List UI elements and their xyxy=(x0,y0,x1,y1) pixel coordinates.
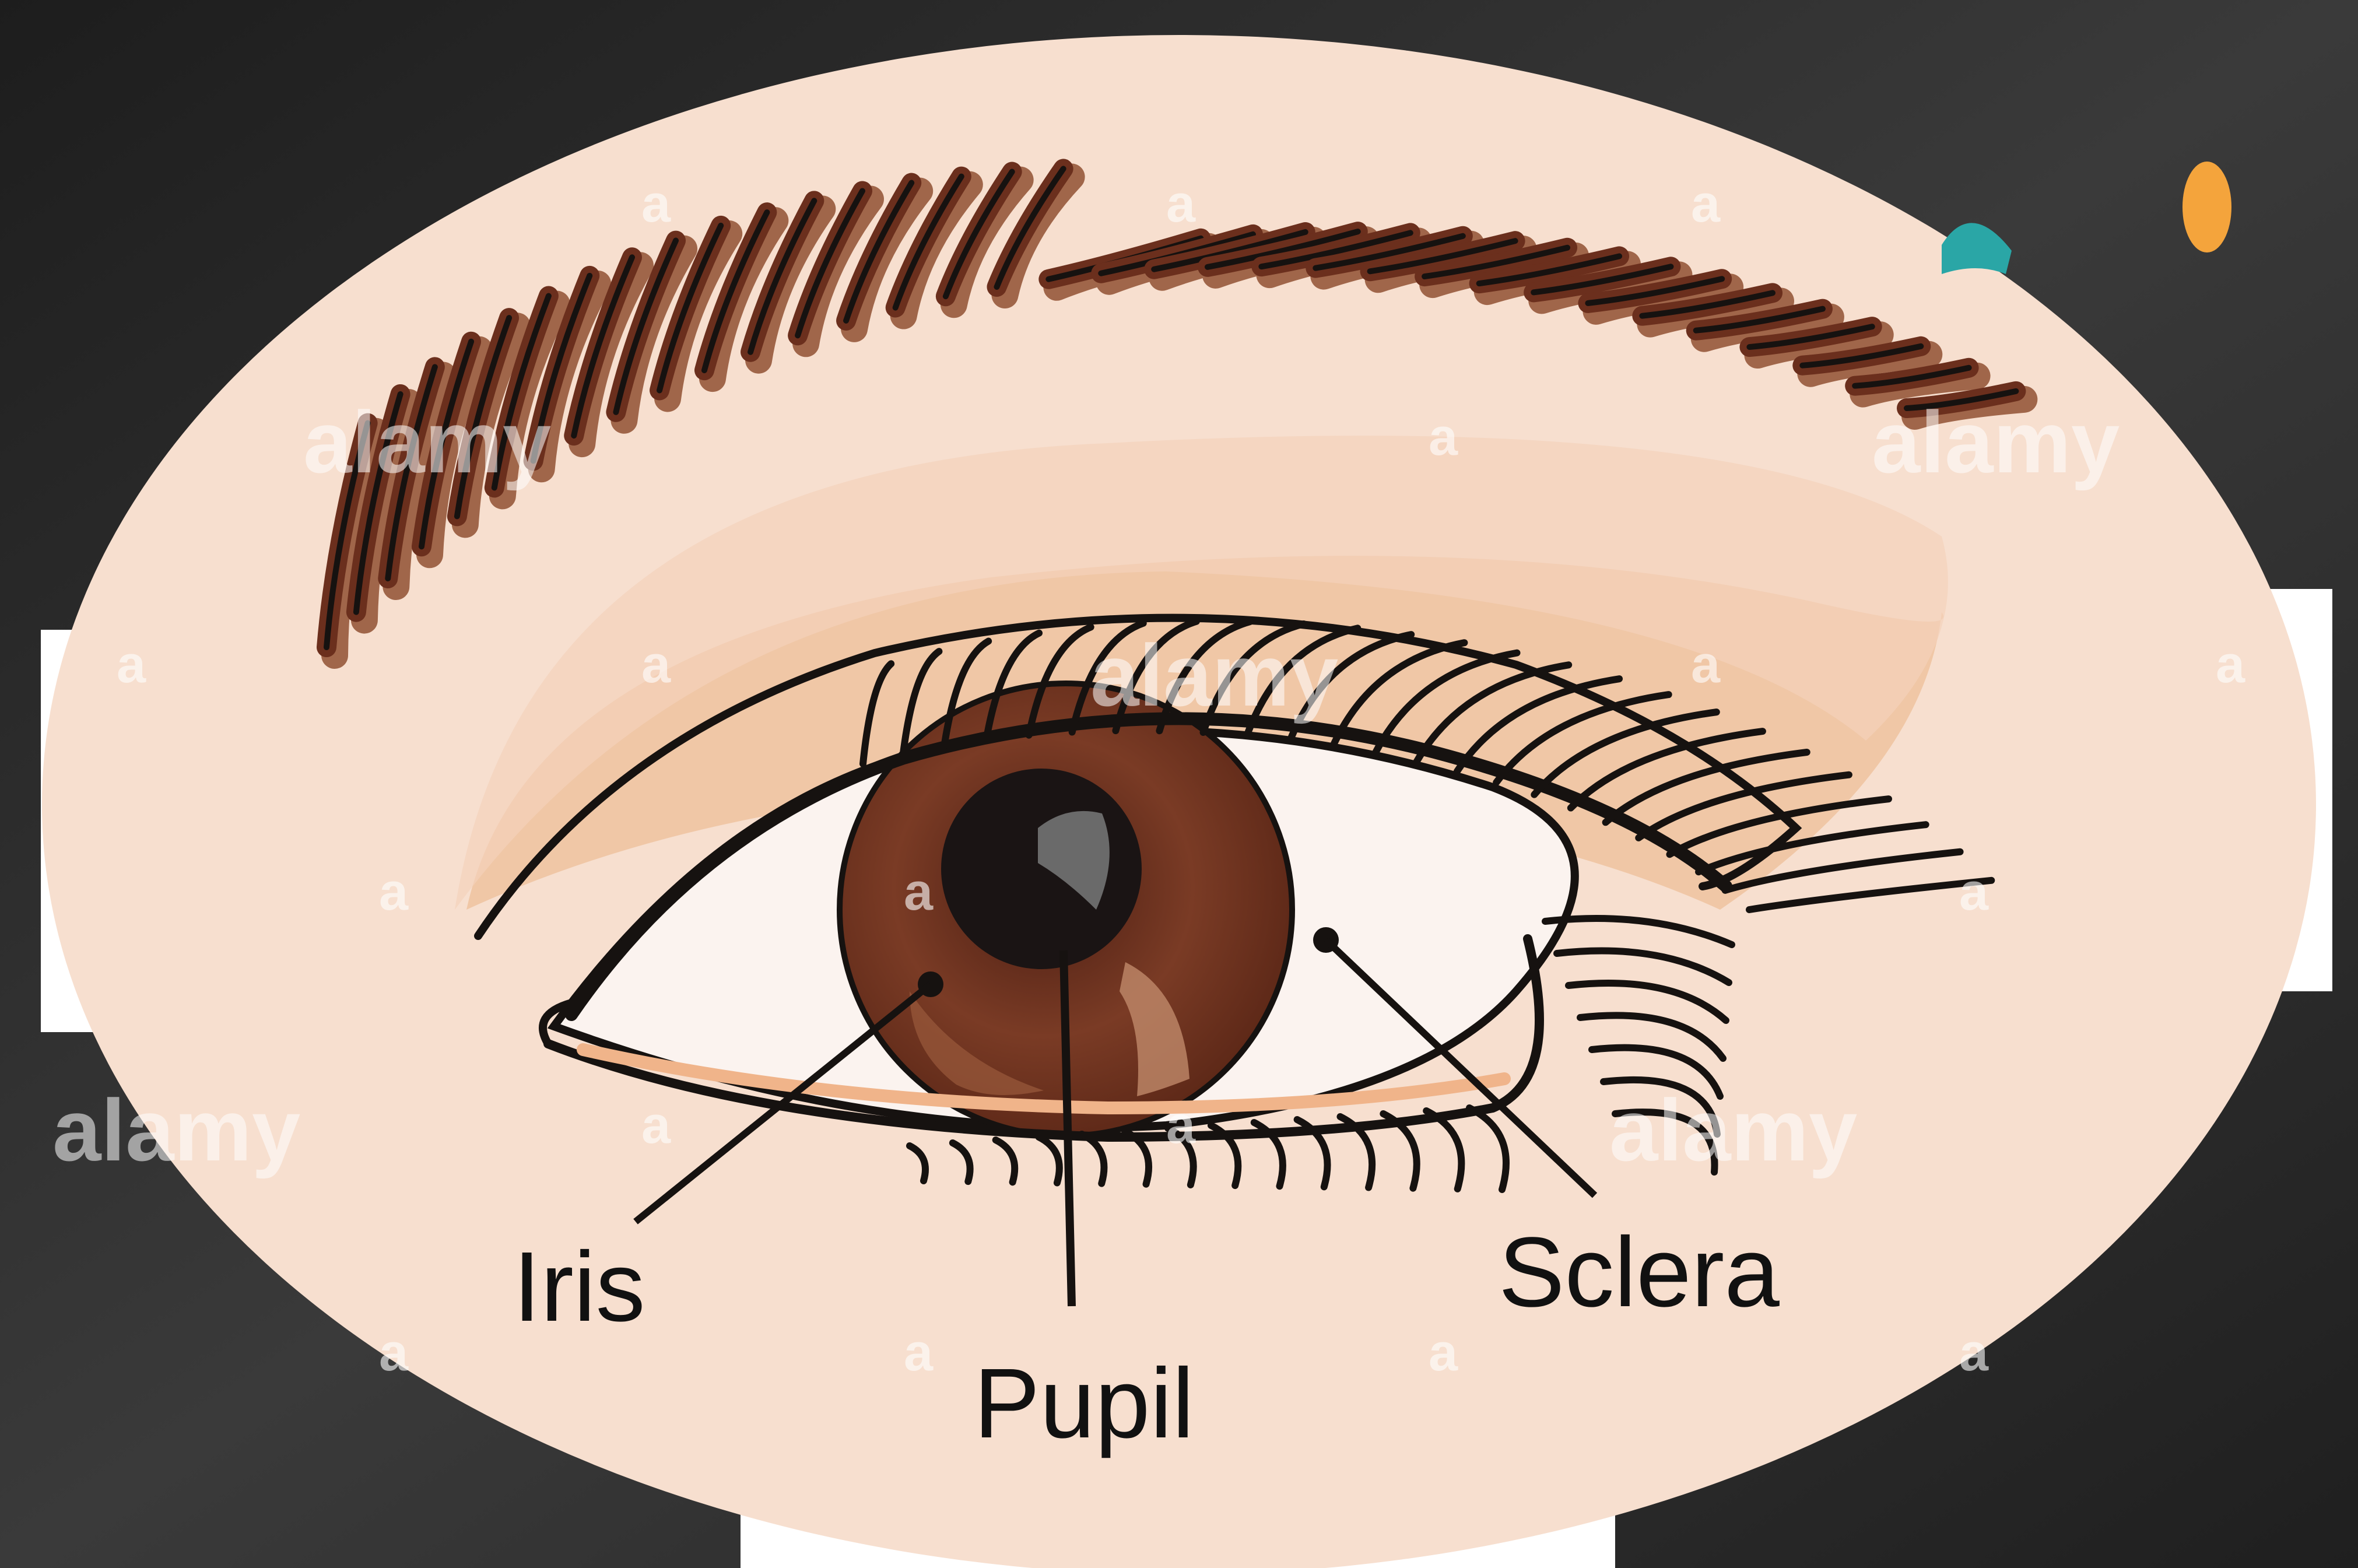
watermark-mark: a xyxy=(641,175,671,233)
watermark-word: alamy xyxy=(303,393,551,491)
watermark-mark: a xyxy=(379,863,409,921)
watermark-mark: a xyxy=(1166,1096,1196,1155)
watermark-mark: a xyxy=(1691,175,1721,233)
watermark-word: alamy xyxy=(1090,626,1338,724)
watermark-mark: a xyxy=(1429,408,1458,466)
watermark-mark: a xyxy=(904,1324,934,1382)
watermark-mark: a xyxy=(1959,863,1989,921)
watermark-mark: a xyxy=(1166,175,1196,233)
watermark-mark: a xyxy=(117,636,146,694)
watermark-mark: a xyxy=(1429,1324,1458,1382)
sclera-label: Sclera xyxy=(1499,1217,1780,1328)
iris-label: Iris xyxy=(513,1232,645,1342)
watermark-word: alamy xyxy=(1872,393,2120,491)
watermark-mark: a xyxy=(641,636,671,694)
pupil xyxy=(941,769,1142,969)
watermark-mark: a xyxy=(2216,636,2245,694)
watermark-word: alamy xyxy=(1609,1081,1857,1179)
pupil-label: Pupil xyxy=(974,1348,1194,1459)
watermark-mark: a xyxy=(1691,636,1721,694)
orange-accent-shape xyxy=(2182,162,2231,252)
watermark-mark: a xyxy=(379,1324,409,1382)
watermark-mark: a xyxy=(1959,1324,1989,1382)
watermark-mark: a xyxy=(904,863,934,921)
watermark-mark: a xyxy=(641,1096,671,1155)
watermark-word: alamy xyxy=(52,1081,300,1179)
